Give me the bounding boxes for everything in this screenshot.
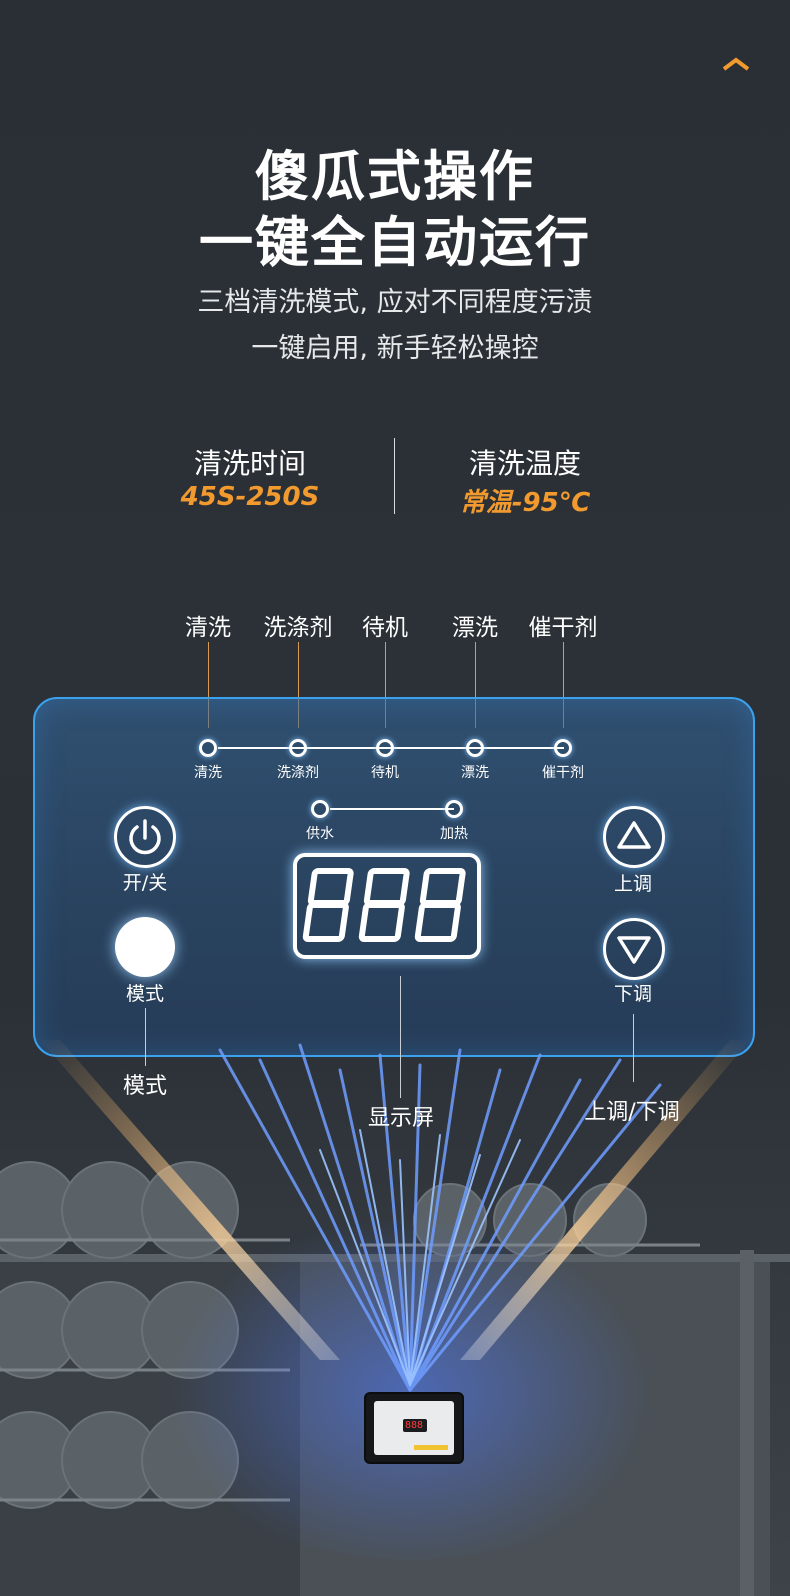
indicator-label-water-supply: 供水: [306, 826, 334, 842]
up-button[interactable]: [603, 806, 665, 868]
callout-label-detergent: 洗涤剂: [263, 615, 333, 641]
page-title-line1: 傻瓜式操作: [255, 145, 535, 208]
seven-segment-digits: [302, 868, 466, 942]
spec-temp-value: 常温-95℃: [459, 488, 591, 518]
callout-mode-label: 模式: [122, 1074, 167, 1099]
indicator-water-supply: [311, 800, 329, 818]
spec-time-label: 清洗时间: [193, 447, 306, 480]
subtitle-line2: 一键启用, 新手轻松操控: [251, 333, 539, 364]
power-button[interactable]: [114, 806, 176, 868]
triangle-up-icon: [617, 821, 651, 849]
callout-adjust-label: 上调/下调: [584, 1100, 680, 1125]
indicator-label-standby: 待机: [371, 765, 399, 781]
water-heat-connector-line: [330, 808, 454, 810]
callout-label-wash: 清洗: [185, 615, 231, 641]
callout-display-label: 显示屏: [367, 1106, 434, 1131]
indicator-detergent: [289, 739, 307, 757]
up-button-label: 上调: [613, 873, 652, 895]
callout-line-standby: [385, 642, 386, 728]
spec-temp-label: 清洗温度: [468, 447, 581, 480]
indicator-standby: [376, 739, 394, 757]
indicator-drying-agent: [554, 739, 572, 757]
control-box-device: 888: [364, 1392, 464, 1464]
power-icon: [129, 819, 161, 855]
indicator-label-rinse: 漂洗: [461, 765, 489, 781]
callout-label-drying-agent: 催干剂: [528, 615, 598, 641]
indicator-label-heating: 加热: [440, 826, 468, 842]
callout-line-detergent: [298, 642, 299, 728]
mode-button[interactable]: [115, 917, 175, 977]
power-button-label: 开/关: [122, 872, 168, 894]
control-box-digits: 888: [405, 1420, 424, 1431]
control-box-faceplate: 888: [374, 1401, 454, 1455]
indicator-label-drying-agent: 催干剂: [542, 765, 584, 781]
callout-line-display: [400, 976, 401, 1098]
callout-line-wash: [208, 642, 209, 728]
callout-label-standby: 待机: [362, 615, 408, 641]
control-box-screen: 888: [403, 1419, 427, 1432]
callout-line-rinse: [475, 642, 476, 728]
mode-button-label: 模式: [125, 983, 164, 1005]
subtitle-line1: 三档清洗模式, 应对不同程度污渍: [197, 287, 593, 318]
indicator-wash: [199, 739, 217, 757]
callout-line-drying-agent: [563, 642, 564, 728]
down-button[interactable]: [603, 918, 665, 980]
digital-display: [293, 853, 481, 959]
indicator-rinse: [466, 739, 484, 757]
spec-time-value: 45S-250S: [180, 482, 320, 512]
dishwasher-background-scene: [0, 1040, 790, 1596]
page-title-line2: 一键全自动运行: [199, 211, 591, 274]
spec-divider: [394, 438, 395, 514]
control-panel: [33, 697, 755, 1057]
callout-label-rinse: 漂洗: [452, 615, 498, 641]
down-button-label: 下调: [613, 983, 652, 1005]
indicator-heating: [445, 800, 463, 818]
callout-line-mode: [145, 1008, 146, 1066]
triangle-down-icon: [617, 936, 651, 964]
indicator-label-detergent: 洗涤剂: [277, 765, 319, 781]
control-box-warning-stripe: [414, 1445, 448, 1450]
indicator-label-wash: 清洗: [194, 765, 222, 781]
callout-line-adjust: [633, 1014, 634, 1082]
